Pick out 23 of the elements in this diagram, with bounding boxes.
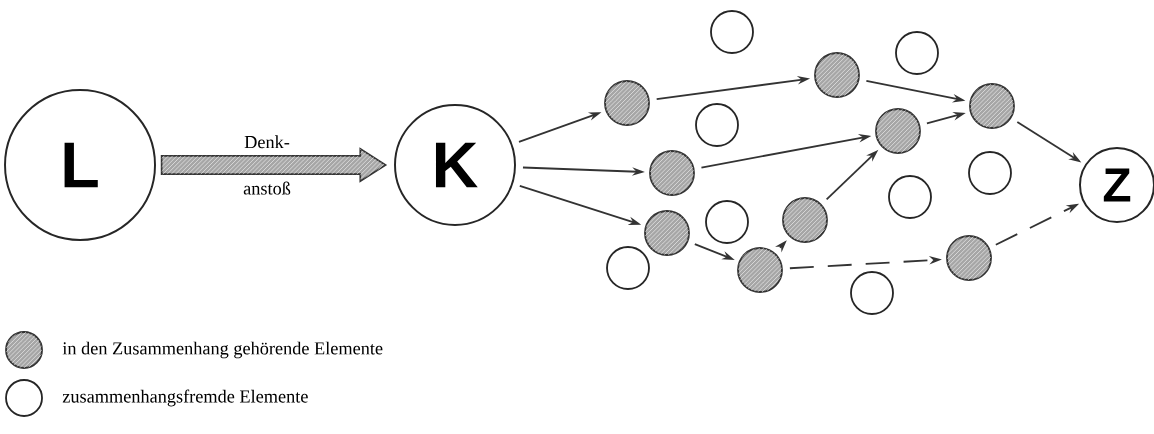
hatched-circle: [782, 197, 828, 243]
empty-circle: [606, 246, 650, 290]
hatched-circle: [814, 52, 860, 98]
hatched-circle: [969, 83, 1015, 129]
hatched-circle: [644, 210, 690, 256]
empty-circle: [895, 31, 939, 75]
empty-circle: [705, 200, 749, 244]
hatched-circle: [737, 247, 783, 293]
hatched-circle: [604, 80, 650, 126]
hatched-circle: [649, 150, 695, 196]
circle-node: K: [394, 104, 516, 226]
legend-text: in den Zusammenhang gehörende Elemente: [62, 341, 383, 359]
empty-circle: [850, 271, 894, 315]
hatched-circle: [875, 108, 921, 154]
empty-circle: [968, 151, 1012, 195]
legend-text: zusammenhangsfremde Elemente: [62, 389, 308, 407]
edge-label: Denk- anstoß: [243, 135, 291, 195]
empty-circle: [695, 103, 739, 147]
hatched-circle: [946, 235, 992, 281]
empty-circle: [888, 175, 932, 219]
arrow: [160, 147, 388, 183]
empty-circle: [710, 10, 754, 54]
circle-node: L: [4, 89, 156, 241]
